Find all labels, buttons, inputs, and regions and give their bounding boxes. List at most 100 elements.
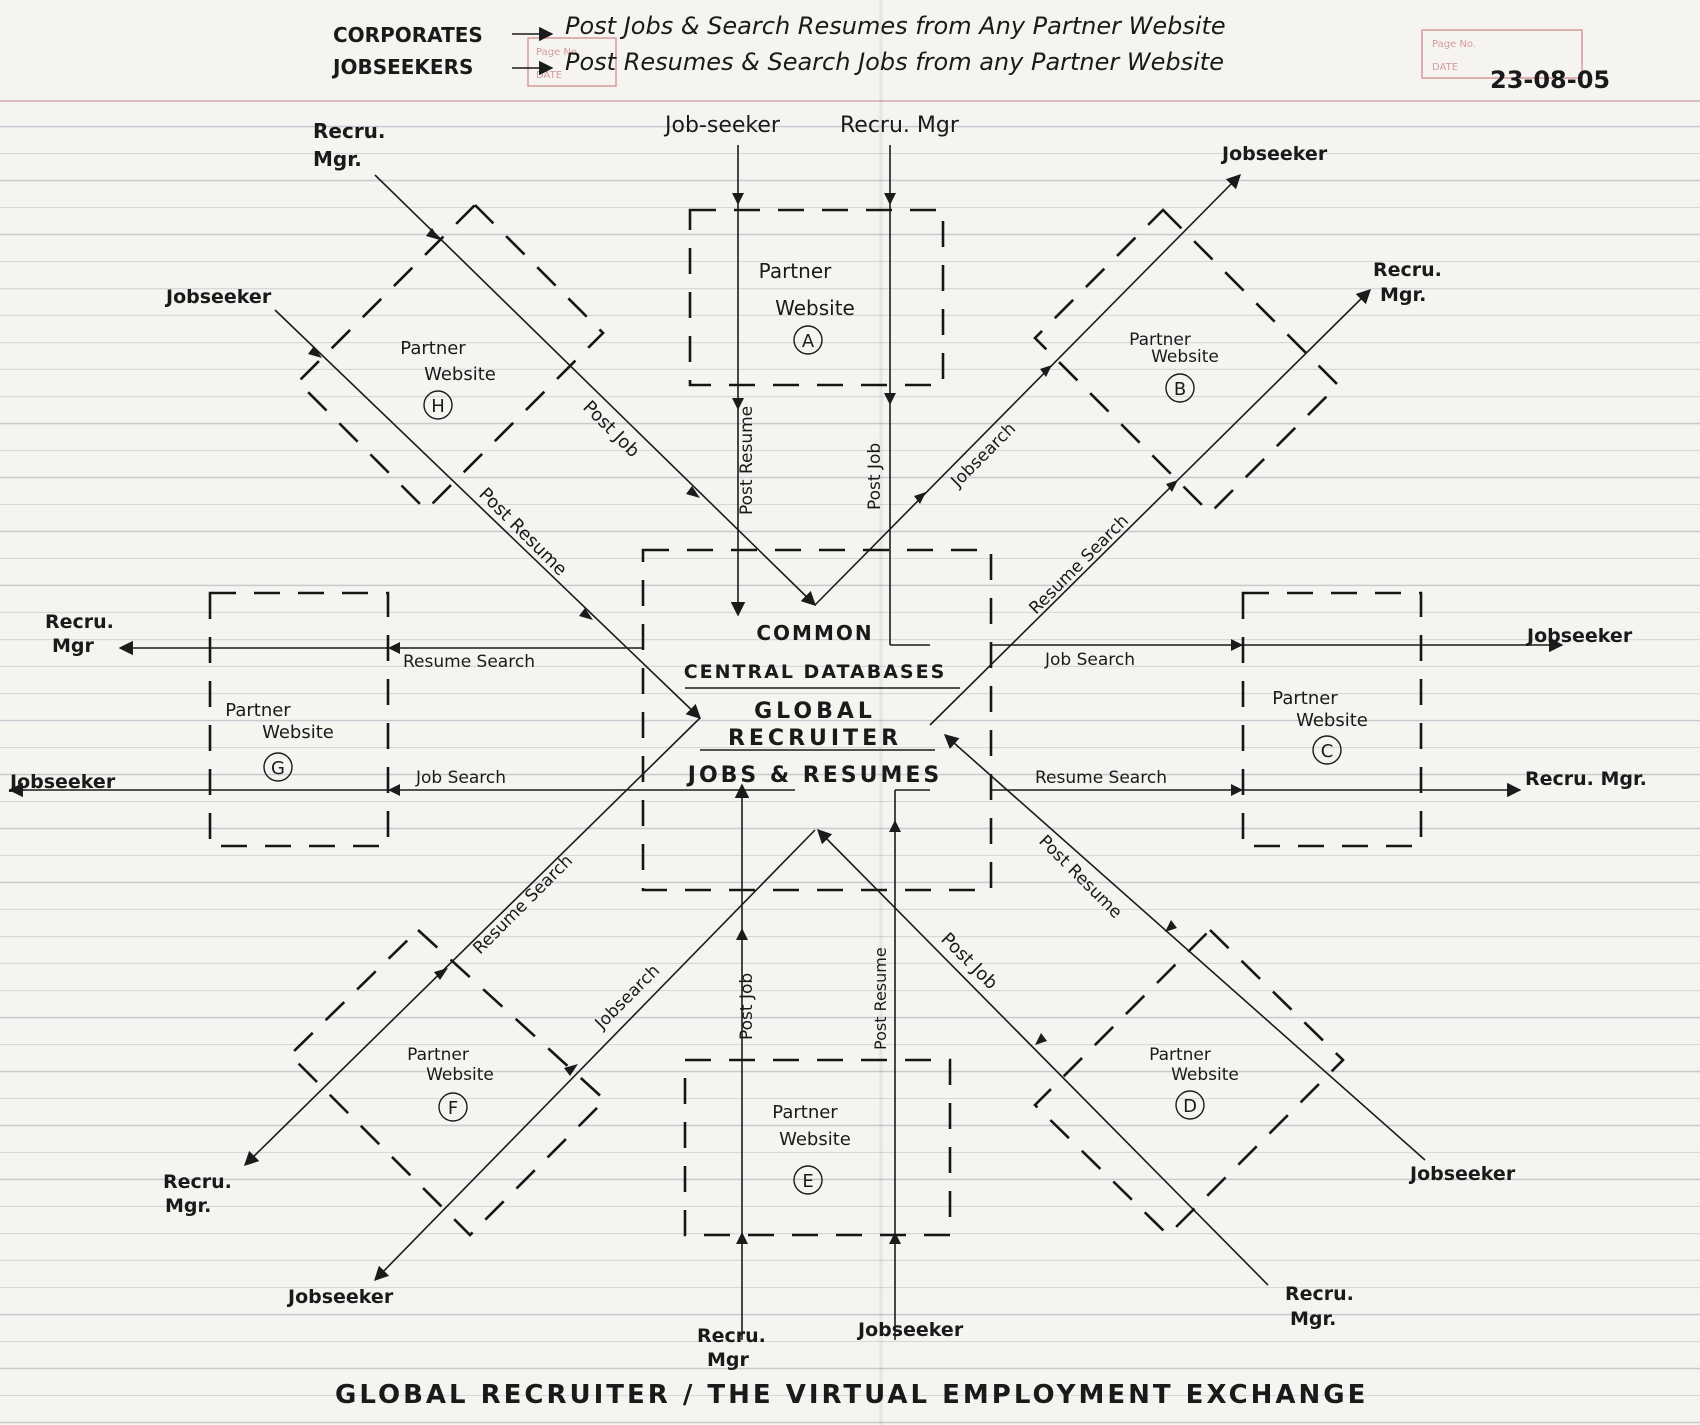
label-f-jobsearch: Jobsearch: [591, 961, 664, 1034]
partner-website-f: Partner Website F: [288, 928, 607, 1237]
partner-website-h: Partner Website H: [296, 203, 605, 512]
flow-f-jobsearch: [373, 829, 816, 1282]
actor-h-jobseeker: Jobseeker: [164, 286, 272, 308]
central-database-box: [641, 548, 993, 892]
arrow-d-2: [1035, 1033, 1047, 1045]
partner-g-letter: G: [271, 758, 285, 779]
page-stamp-right: Page No. DATE: [1421, 29, 1583, 79]
flow-d-post-resume: [943, 734, 1426, 1161]
label-c-job-search: Job Search: [1044, 650, 1135, 670]
header-date: 23-08-05: [1490, 66, 1610, 94]
partner-c-label-top: Partner: [1272, 688, 1338, 709]
label-g-resume-search: Resume Search: [403, 652, 535, 672]
central-line-databases: CENTRAL DATABASES: [684, 661, 947, 683]
actor-e-recruiter-2: Mgr: [707, 1349, 750, 1371]
arrow-a-down: [884, 193, 896, 205]
partner-f-letter: F: [448, 1098, 458, 1119]
partner-c-label-bottom: Website: [1296, 710, 1368, 731]
actor-f-recruiter-2: Mgr.: [165, 1195, 211, 1217]
partner-website-a: Partner Website A: [688, 208, 945, 387]
partner-e-label-bottom: Website: [779, 1129, 851, 1150]
arrow-f-2: [564, 1064, 578, 1076]
arrow-h-3: [686, 486, 700, 498]
partner-h-label-bottom: Website: [424, 364, 496, 385]
partner-b-label-bottom: Website: [1151, 347, 1219, 367]
actor-g-recruiter-1: Recru.: [45, 611, 114, 633]
flow-h-post-resume: [274, 309, 702, 719]
partner-website-b: Partner Website B: [1033, 208, 1340, 515]
arrow-b-3: [914, 492, 926, 504]
central-database: COMMON CENTRAL DATABASES GLOBAL RECRUITE…: [641, 548, 993, 892]
flow-b-resume-search: [929, 288, 1372, 726]
stamp-page-no: Page No.: [1432, 39, 1476, 50]
actor-f-jobseeker: Jobseeker: [286, 1286, 394, 1308]
actor-b-recruiter-2: Mgr.: [1380, 284, 1426, 306]
label-g-job-search: Job Search: [415, 768, 506, 788]
arrow-b-1: [1040, 365, 1052, 377]
arrow-h-1: [426, 228, 440, 240]
stamp-date: DATE: [1432, 62, 1458, 73]
header-jobseekers-text: Post Resumes & Search Jobs from any Part…: [565, 48, 1224, 76]
actor-h-recruiter-1: Recru.: [313, 119, 386, 143]
partner-website-d: Partner Website D: [1033, 928, 1345, 1237]
arrow-h-4: [579, 608, 593, 620]
partner-g-label-top: Partner: [225, 700, 291, 721]
arrow-g-left-2: [388, 784, 400, 796]
arrow-d-1: [1165, 920, 1177, 932]
flow-h-post-job: [374, 174, 817, 607]
partner-c-letter: C: [1321, 741, 1334, 762]
arrow-h-2: [308, 346, 322, 358]
partner-website-e: Partner Website E: [683, 1058, 952, 1237]
partner-e-letter: E: [802, 1171, 813, 1192]
partner-d-letter: D: [1183, 1096, 1197, 1117]
partner-g-label-bottom: Website: [262, 722, 334, 743]
actor-d-jobseeker: Jobseeker: [1408, 1163, 1516, 1185]
arrow-c-right-2: [1231, 784, 1243, 796]
arrow-e-up-2: [889, 1232, 901, 1244]
partner-f-label-bottom: Website: [426, 1065, 494, 1085]
actor-d-recruiter-1: Recru.: [1285, 1283, 1354, 1305]
label-e-post-job: Post Job: [737, 973, 757, 1040]
label-b-jobsearch: Jobsearch: [947, 419, 1020, 492]
flow-d-post-job: [816, 828, 1269, 1286]
label-f-resume-search: Resume Search: [469, 851, 576, 958]
actor-b-recruiter-1: Recru.: [1373, 259, 1442, 281]
partner-a-letter: A: [802, 331, 815, 352]
actor-a-recruiter: Recru. Mgr: [840, 113, 960, 138]
header-corporates-text: Post Jobs & Search Resumes from Any Part…: [565, 12, 1226, 40]
arrow-c-right: [1231, 639, 1243, 651]
arrow-a-down-4: [732, 398, 744, 410]
partner-h-label-top: Partner: [400, 338, 466, 359]
actor-c-recruiter: Recru. Mgr.: [1525, 768, 1647, 790]
partner-d-label-bottom: Website: [1171, 1065, 1239, 1085]
partner-b-label-top: Partner: [1129, 330, 1191, 350]
arrow-f-1: [434, 968, 448, 980]
actor-g-recruiter-2: Mgr: [52, 635, 95, 657]
header-corporates-label: CORPORATES: [333, 23, 483, 47]
stamp-date: DATE: [536, 70, 562, 81]
arrow-g-left: [388, 642, 400, 654]
partner-website-g: Partner Website G: [208, 591, 390, 848]
partner-e-label-top: Partner: [772, 1102, 838, 1123]
flow-b-jobsearch: [814, 173, 1242, 606]
label-a-post-resume: Post Resume: [737, 406, 757, 515]
partner-f-label-top: Partner: [407, 1045, 469, 1065]
actor-d-recruiter-2: Mgr.: [1290, 1308, 1336, 1330]
actor-a-jobseeker: Job-seeker: [663, 113, 781, 138]
header: CORPORATES Post Jobs & Search Resumes fr…: [331, 12, 1610, 94]
central-line-jobs-resumes: JOBS & RESUMES: [686, 763, 942, 788]
arrow-a-down-2: [884, 393, 896, 405]
partner-b-letter: B: [1174, 379, 1186, 400]
arrow-e-up-4: [889, 820, 901, 832]
flow-f-resume-search: [243, 717, 701, 1167]
central-line-common: COMMON: [756, 621, 873, 645]
actor-g-jobseeker: Jobseeker: [8, 771, 116, 793]
partner-h-letter: H: [431, 396, 445, 417]
actor-f-recruiter-1: Recru.: [163, 1171, 232, 1193]
label-b-resume-search: Resume Search: [1025, 511, 1132, 618]
arrow-e-up-3: [736, 928, 748, 940]
arrow-e-up: [736, 1232, 748, 1244]
label-h-post-resume: Post Resume: [474, 484, 571, 581]
